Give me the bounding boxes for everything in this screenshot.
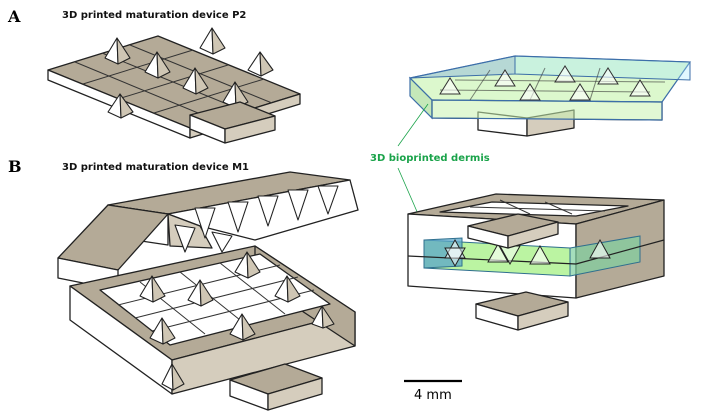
device-m1-closed-with-dermis (407, 193, 665, 331)
m1-lid-spikes (174, 185, 339, 253)
p2-dermis-pyramids (439, 65, 651, 101)
panel-a-title: 3D printed maturation device P2 (62, 10, 246, 21)
m1-base-pyramids (139, 251, 335, 391)
scale-bar: 4 mm (404, 379, 462, 403)
p2-pyramids (104, 27, 274, 119)
panel-b-letter: B (8, 157, 22, 176)
panel-a-letter: A (7, 7, 21, 26)
device-m1-open-drawing (57, 171, 359, 411)
m1-dermis-pyramids (444, 238, 611, 268)
device-p2-drawing (47, 27, 301, 144)
panel-b-title: 3D printed maturation device M1 (62, 162, 249, 173)
scale-bar-label: 4 mm (414, 388, 452, 403)
device-p2-with-dermis (408, 55, 692, 137)
dermis-callout-label: 3D bioprinted dermis (370, 153, 490, 164)
